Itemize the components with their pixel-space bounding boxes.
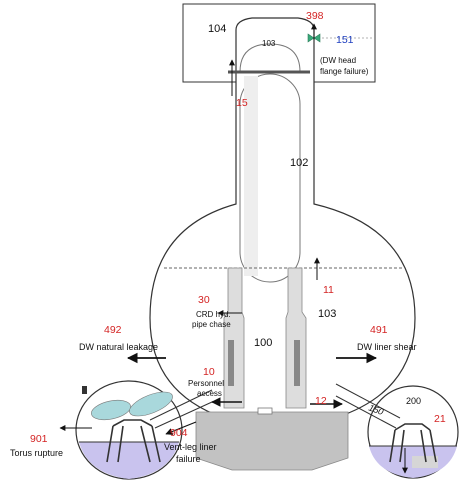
torus-left-downcomer [106,419,161,463]
label-dw-liner-shear: DW liner shear [357,342,417,352]
torus-left-puddle-a [91,399,131,421]
path-30: 30 [198,294,210,306]
pedestal-left-dark [228,340,234,386]
label-dw-head-1: (DW head [320,56,356,65]
pedestal-floor [195,411,349,471]
label-vent-leg-2: failure [176,454,201,464]
path-15: 15 [236,97,248,109]
label-dw-natural-leakage: DW natural leakage [79,342,158,352]
torus-left-pool [79,442,179,479]
region-100: 100 [254,337,272,349]
label-dw-head-2: flange failure) [320,67,369,76]
region-103-head: 103 [262,39,276,48]
sump [257,407,273,415]
arrow-904 [165,421,197,435]
path-151: 151 [336,34,354,46]
label-torus-rupture: Torus rupture [10,448,63,458]
region-102: 102 [290,157,308,169]
torus-right-downcomer [389,423,437,463]
label-personnel-2: access [197,389,222,398]
path-491: 491 [370,324,388,336]
region-104: 104 [208,23,226,35]
path-492: 492 [104,324,122,336]
torus-left-puddle-b [129,391,173,417]
label-vent-leg-1: Vent-leg liner [164,442,217,452]
torus-right-block [412,456,438,468]
path-12: 12 [315,395,327,407]
region-200: 200 [406,396,421,406]
pedestal-right-column [285,267,307,409]
path-901: 901 [30,433,48,445]
vent-leg-left [82,386,87,394]
region-103-body: 103 [318,308,336,320]
pedestal-right-dark [294,340,300,386]
label-crd-2: pipe chase [192,320,231,329]
path-904: 904 [170,427,188,439]
vent-line-left [149,389,213,429]
vent-line-right [335,383,401,429]
region-150: 150 [367,402,385,417]
label-personnel-1: Personnel [188,379,224,388]
label-crd-1: CRD hyd. [196,310,231,319]
vessel-head-dome [239,43,301,73]
path-398: 398 [306,10,324,22]
vessel-mid-shade [244,76,258,276]
path-11: 11 [323,284,334,296]
path-10: 10 [203,366,215,378]
path-21: 21 [434,413,446,425]
